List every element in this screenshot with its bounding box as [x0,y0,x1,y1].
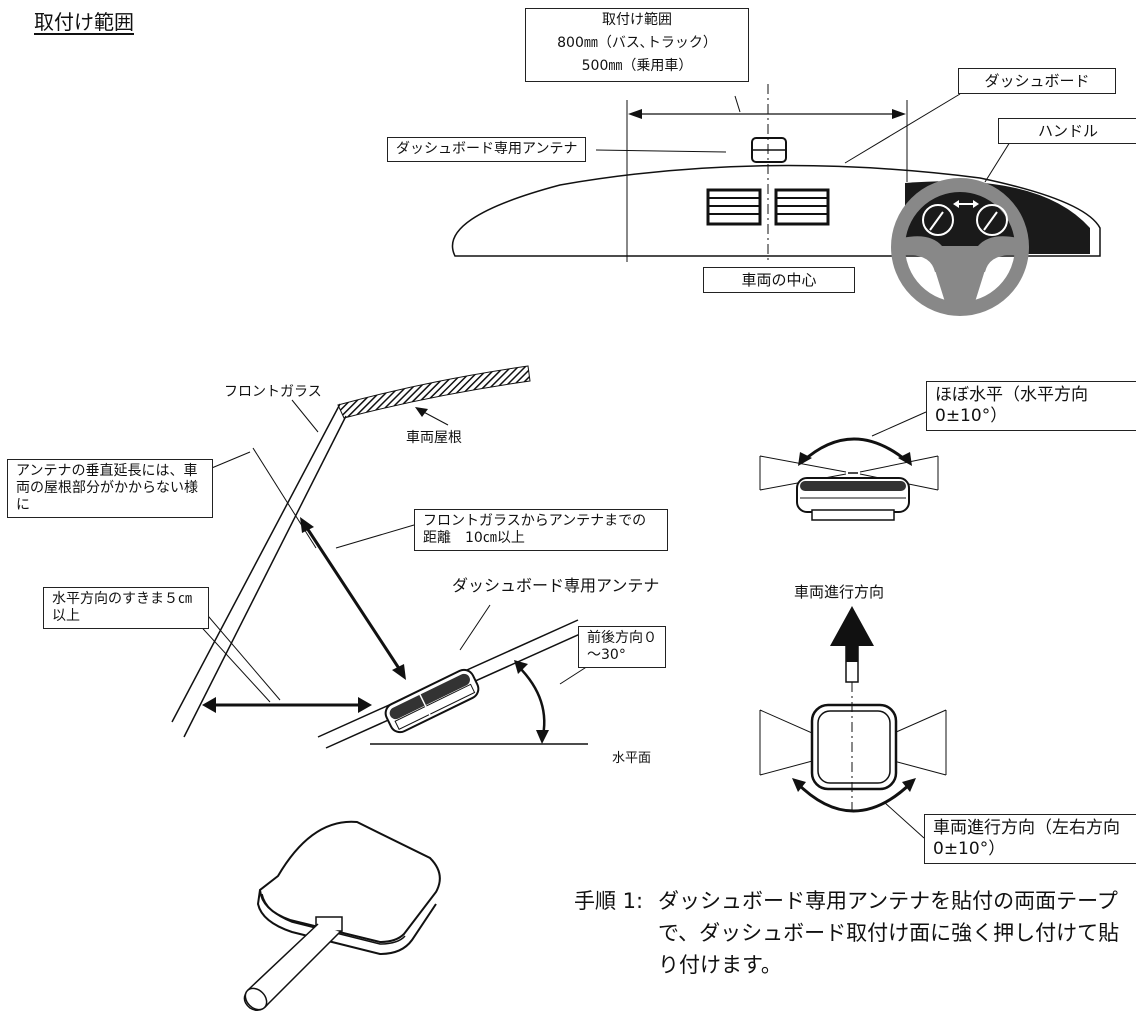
level-note: ほぼ水平（水平方向 0±10°） [926,381,1136,431]
level-arc [800,437,909,464]
range-bus-truck: 800㎜（バス､トラック） [557,35,717,51]
level-view [759,411,947,839]
antenna-side-label: ダッシュボード専用アンテナ [452,576,660,595]
air-vent-right [774,188,830,226]
distance-arrow [303,524,402,671]
antenna-perspective [243,820,441,1011]
left-right-note: 車両進行方向（左右方向 0±10°） [924,814,1136,864]
antenna-top-label: ダッシュボード専用アンテナ [387,137,587,162]
range-passenger-car: 500㎜（乗用車） [581,58,693,74]
gap-note: 水平方向のすきま５㎝以上 [43,587,209,629]
travel-direction-label: 車両進行方向 [794,583,885,601]
distance-note: フロントガラスからアンテナまでの距離 10㎝以上 [414,509,668,551]
air-vent-left [706,188,762,226]
vertical-extension-line [252,447,317,549]
lr-arc [794,780,914,813]
step-number: 手順 1: [574,889,644,913]
tilt-note: 前後方向０～30° [578,626,666,668]
windshield-label: フロントガラス [224,384,322,400]
instrument-panel [905,181,1090,254]
horizontal-plane-label: 水平面 [612,751,652,766]
range-title: 取付け範囲 [602,12,672,28]
page-title: 取付け範囲 [34,10,134,34]
side-view [171,365,589,749]
vertical-extension-note: アンテナの垂直延長には、車両の屋根部分がかからない様に [7,459,213,518]
install-range-box: 取付け範囲 800㎜（バス､トラック） 500㎜（乗用車） [525,8,749,82]
vehicle-center-label: 車両の中心 [703,267,855,293]
dashboard-front-view [451,84,1101,316]
windshield-line-outer [171,403,341,723]
roof-label: 車両屋根 [406,430,462,446]
step-text: ダッシュボード専用アンテナを貼付の両面テープで、ダッシュボード取付け面に強く押し… [658,889,1120,977]
tilt-arc [517,665,546,741]
antenna-top-view-bottom [810,703,898,791]
antenna-side-view [384,668,480,734]
dashboard-label: ダッシュボード [958,68,1116,94]
handle-label: ハンドル [998,118,1136,144]
roof-section [337,365,531,419]
travel-direction-arrow [830,606,874,683]
antenna-level-view [796,477,910,521]
windshield-line-inner [183,415,347,738]
steering-wheel [891,178,1029,316]
